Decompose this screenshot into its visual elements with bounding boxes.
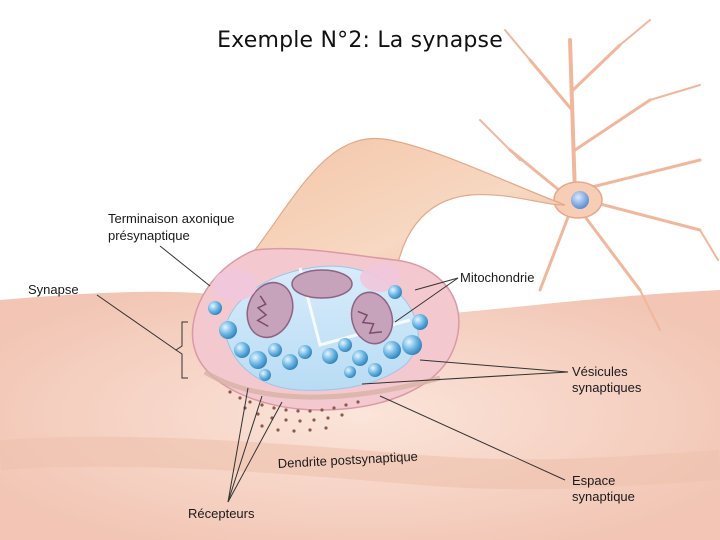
- synaptic-cleft: [203, 369, 441, 400]
- axon: [244, 137, 566, 281]
- label-espace-line1: Espace: [572, 473, 615, 488]
- label-espace-line2: synaptique: [572, 489, 635, 504]
- page-title: Exemple N°2: La synapse: [217, 28, 503, 53]
- mitochondria: [246, 269, 394, 345]
- leader-lines: [96, 245, 569, 503]
- label-recepteurs: Récepteurs: [188, 506, 255, 521]
- label-vesicules-line1: Vésicules: [572, 364, 628, 379]
- label-vesicules-line2: synaptiques: [572, 380, 642, 395]
- label-dendrite: Dendrite postsynaptique: [277, 449, 418, 471]
- label-terminaison-line1: Terminaison axonique: [108, 211, 234, 226]
- label-terminaison-line2: présynaptique: [108, 228, 190, 243]
- receptors: [228, 390, 360, 433]
- nucleus: [571, 191, 589, 209]
- neuron-cell-body: [479, 19, 719, 331]
- label-synapse: Synapse: [28, 282, 79, 297]
- label-mitochondrie: Mitochondrie: [460, 270, 534, 285]
- synaptic-vesicles: [208, 285, 428, 381]
